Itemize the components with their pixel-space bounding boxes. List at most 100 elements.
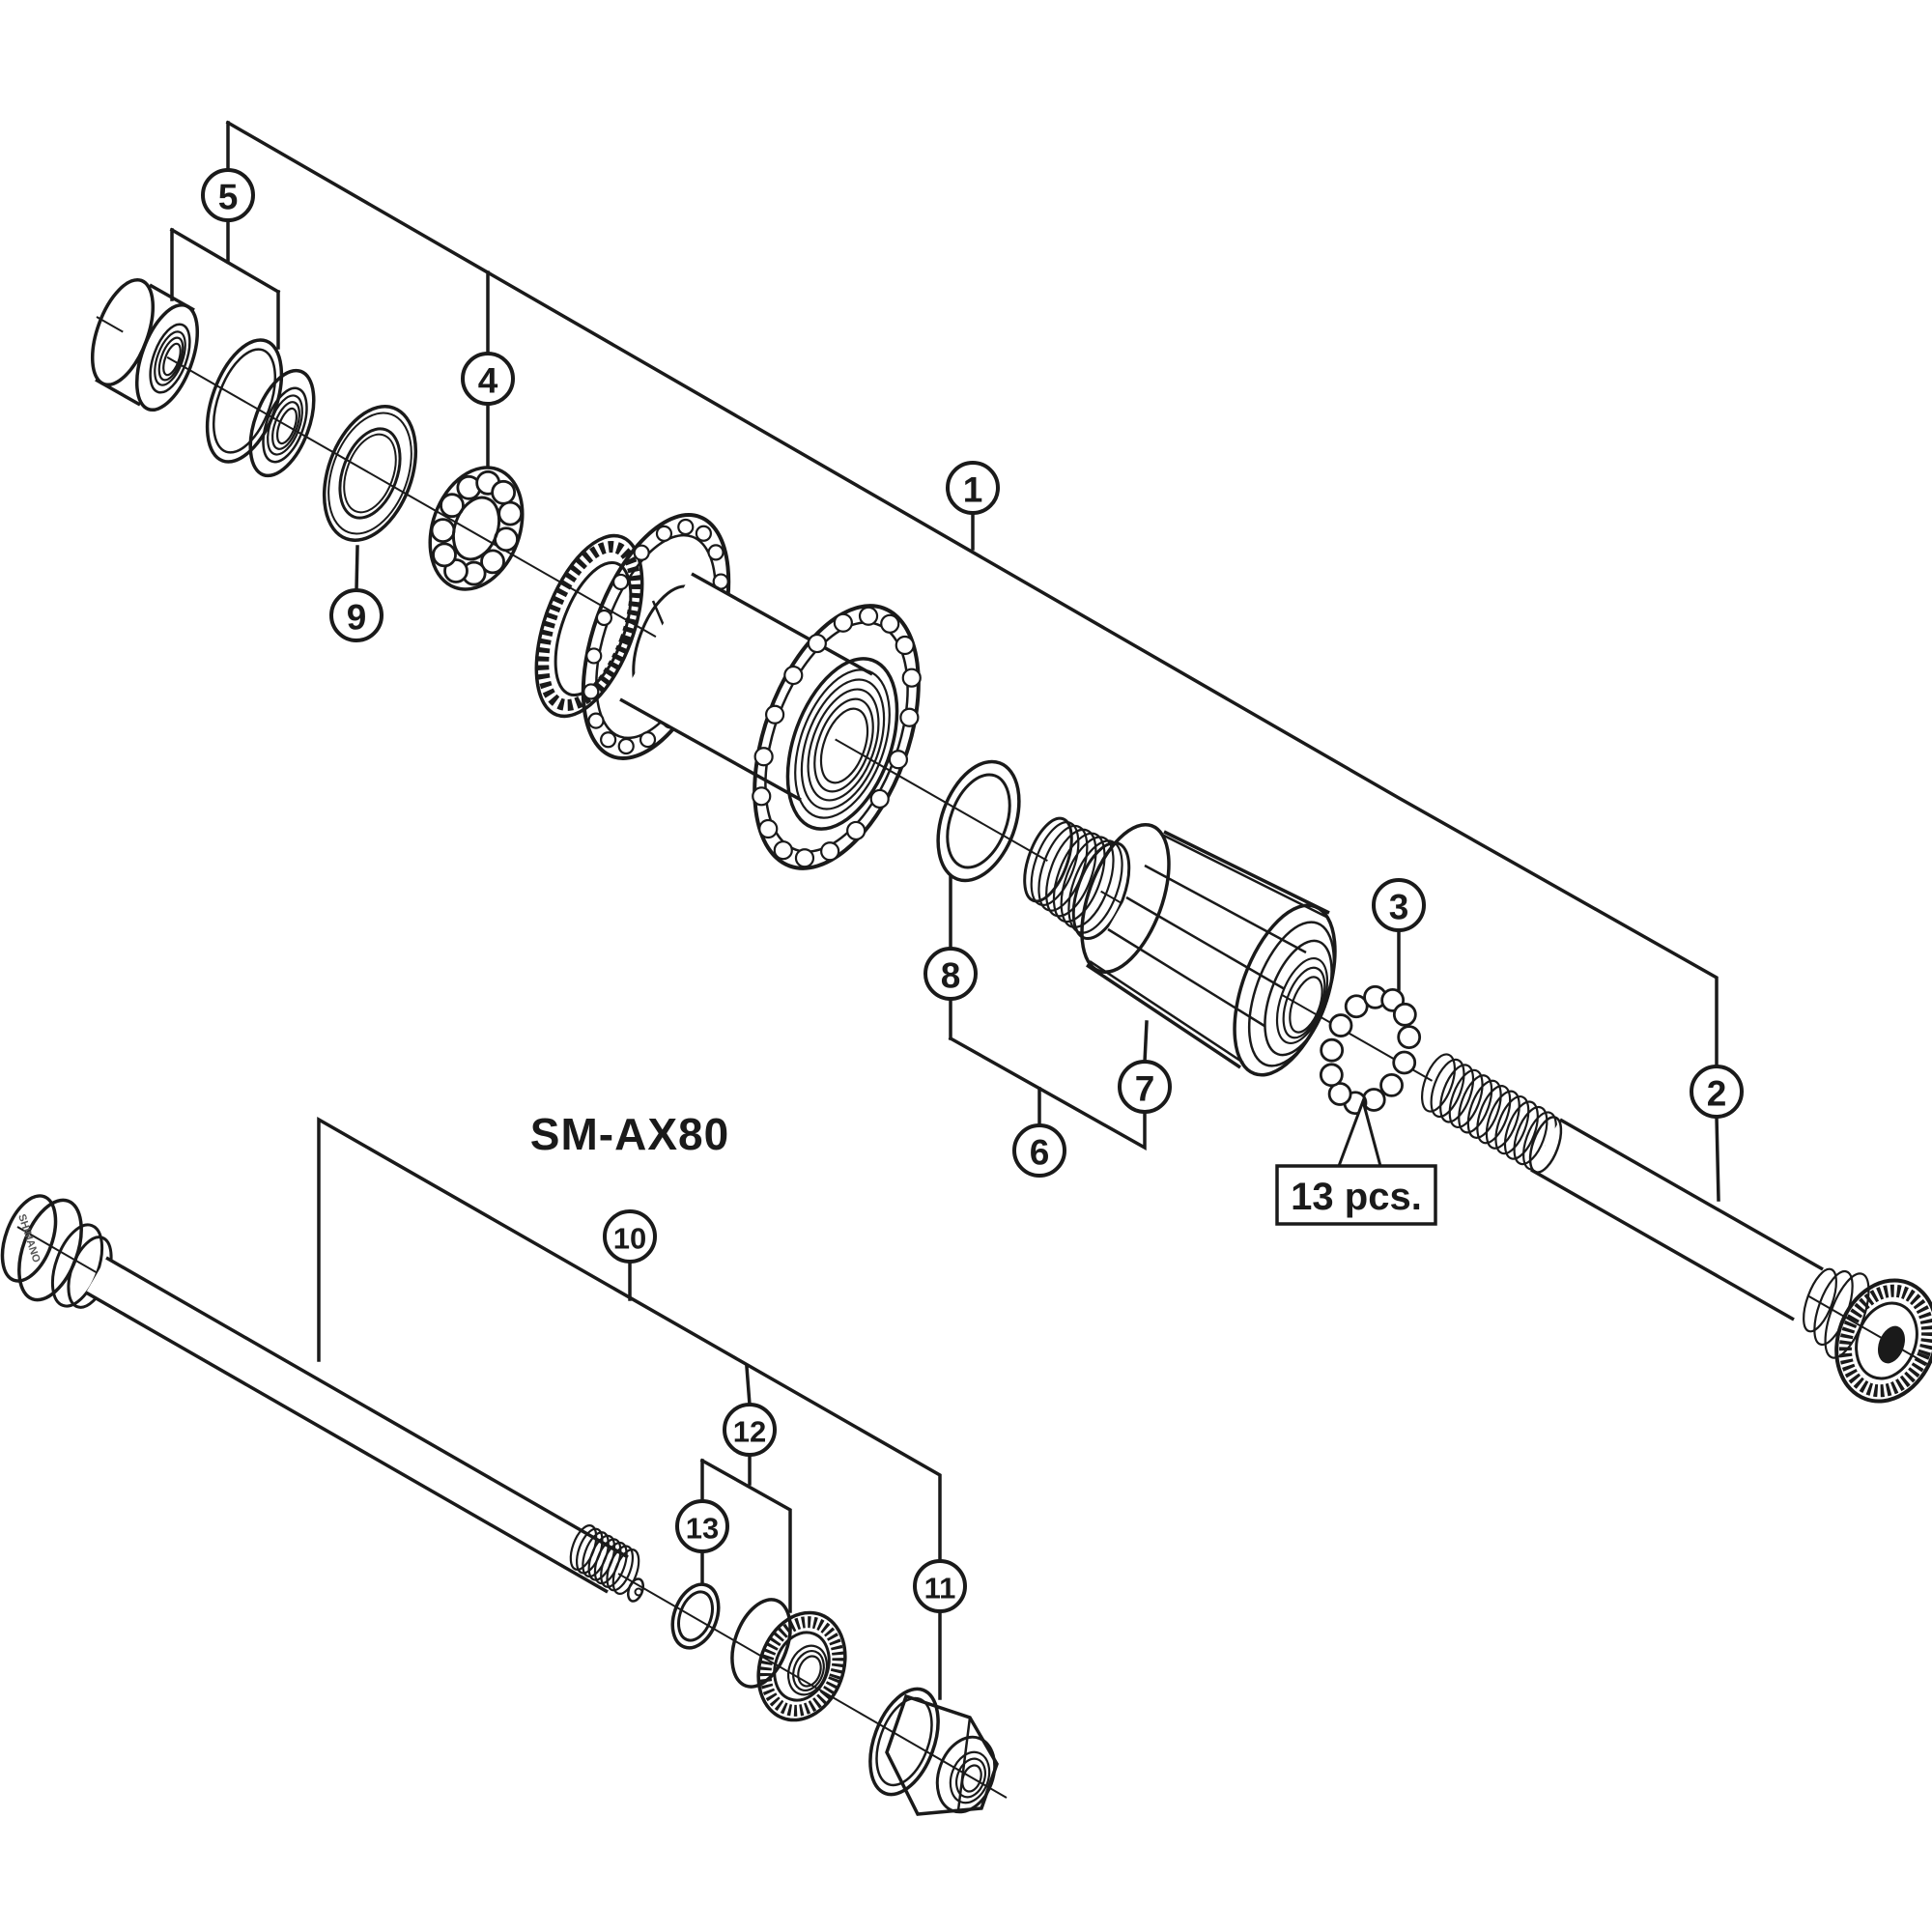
thread-ring xyxy=(1430,1058,1465,1119)
ball xyxy=(753,747,774,767)
ball xyxy=(820,841,840,862)
hub-shell xyxy=(534,513,922,870)
spacer-washer xyxy=(936,759,1021,883)
axle-end-hole xyxy=(1877,1325,1906,1364)
callout-number: 8 xyxy=(941,956,961,996)
thread-ring xyxy=(1448,1068,1484,1128)
ball xyxy=(758,818,779,839)
ball xyxy=(432,542,457,568)
callout-circle-washer-ring xyxy=(675,1499,729,1553)
thread-ring xyxy=(949,1750,991,1804)
ball xyxy=(1392,1050,1417,1075)
ball xyxy=(1319,1063,1344,1088)
thread-ring xyxy=(1045,828,1097,918)
ball xyxy=(1392,1002,1417,1027)
leader-lock-nut-unit xyxy=(169,227,281,295)
callout-circle-steel-balls xyxy=(1372,878,1426,932)
callout-13: 13 xyxy=(675,1499,729,1553)
thread-ring xyxy=(1275,957,1329,1044)
ball xyxy=(1320,1037,1345,1063)
thru-axle-skewer: SHIMANO xyxy=(0,1194,645,1603)
thread-ring xyxy=(1421,1053,1456,1113)
axle-nut xyxy=(868,1687,999,1816)
ball xyxy=(807,633,827,654)
ball xyxy=(633,544,650,561)
thread-ring xyxy=(606,1545,635,1592)
ball xyxy=(611,573,630,591)
pieces-box xyxy=(1275,1164,1437,1226)
ball xyxy=(783,665,804,686)
thread-ring xyxy=(792,1650,825,1691)
callout-number: 5 xyxy=(218,178,239,217)
ball xyxy=(895,635,915,656)
thread-ring xyxy=(1060,836,1115,928)
ball-retainer xyxy=(428,466,525,591)
ball xyxy=(639,730,657,749)
callout-number: 7 xyxy=(1135,1069,1155,1109)
callout-5: 5 xyxy=(201,168,255,222)
callout-circle-hub-axle xyxy=(1690,1065,1744,1119)
thread-ring xyxy=(1485,1090,1520,1150)
callout-number: 3 xyxy=(1389,888,1409,927)
callout-circle-ball-retainer xyxy=(461,352,515,406)
thread-ring xyxy=(797,1655,822,1688)
thread-ring xyxy=(600,1541,628,1588)
callout-circle-freewheel-body-unit xyxy=(1012,1123,1066,1178)
ball xyxy=(585,647,603,665)
callout-number: 12 xyxy=(733,1415,766,1449)
callout-number: 1 xyxy=(963,470,983,510)
ball xyxy=(1328,1013,1353,1037)
callout-number: 10 xyxy=(613,1222,646,1256)
leader-freewheel-body xyxy=(1143,1020,1149,1064)
ball xyxy=(595,609,613,627)
ball xyxy=(1397,1025,1422,1050)
leader-dust-seal xyxy=(355,545,359,592)
ball xyxy=(677,518,695,536)
callout-circle-hub-assembly xyxy=(946,461,1000,515)
thread-ring xyxy=(1458,1074,1493,1134)
ball xyxy=(899,707,920,727)
upper-assembly-leader xyxy=(225,120,1719,1068)
ball xyxy=(497,500,524,526)
ball xyxy=(773,840,793,861)
thread-ring xyxy=(1513,1105,1548,1166)
lock-nut xyxy=(90,277,200,412)
callout-number: 13 xyxy=(686,1512,719,1546)
leader-serrated-lock-nut xyxy=(745,1365,752,1406)
thread-ring xyxy=(1052,832,1106,923)
ball xyxy=(833,612,853,633)
leader-freewheel-body-unit xyxy=(948,1036,1147,1151)
ball xyxy=(600,731,617,749)
callout-number: 4 xyxy=(478,361,498,401)
thread-ring xyxy=(954,1757,987,1799)
leader-lines xyxy=(169,120,1720,1700)
thread-ring xyxy=(1030,821,1080,906)
ball xyxy=(846,820,867,841)
ball xyxy=(617,737,635,755)
ball xyxy=(880,613,900,634)
callout-number: 2 xyxy=(1707,1074,1727,1114)
thread-ring xyxy=(157,336,185,382)
callout-3: 3 xyxy=(1372,878,1426,932)
dust-seal-ring xyxy=(322,405,418,542)
ball xyxy=(765,704,785,724)
thread-ring xyxy=(1466,1079,1502,1139)
thread-ring xyxy=(611,1548,640,1595)
callout-circle-spacer-washer xyxy=(923,947,978,1001)
ball xyxy=(480,549,505,575)
thread-ring xyxy=(786,1644,829,1696)
callout-circle-axle-nut xyxy=(913,1559,967,1613)
callout-number: 11 xyxy=(924,1572,956,1605)
ball xyxy=(752,786,772,807)
thread-ring xyxy=(271,401,300,450)
thread-ring xyxy=(800,678,886,810)
ball xyxy=(794,848,815,868)
callout-circle-thru-axle-skewer xyxy=(603,1209,657,1264)
freewheel-body xyxy=(1023,816,1337,1077)
ball xyxy=(858,606,879,626)
ball xyxy=(707,544,724,561)
pieces-label: 13 pcs. xyxy=(1291,1176,1422,1218)
callout-number: 9 xyxy=(347,598,367,638)
